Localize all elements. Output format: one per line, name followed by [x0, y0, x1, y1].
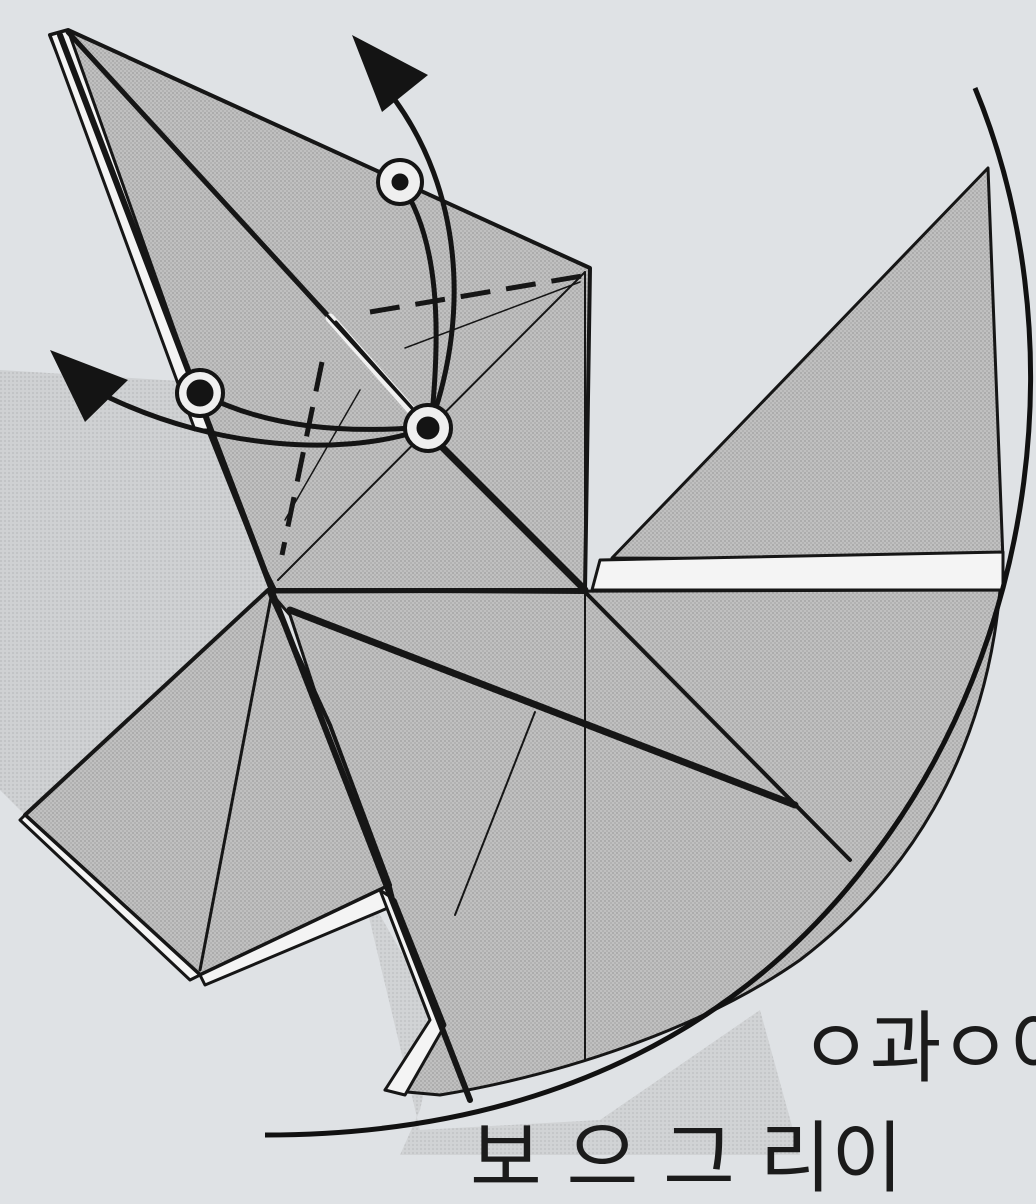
- pivot-point-icon: [177, 370, 223, 416]
- step-caption: ㅇ과ㅇ이: [800, 1010, 1036, 1088]
- step-caption-cut: 보 으 그 리이: [470, 1120, 903, 1198]
- fold-diagram: [0, 0, 1036, 1155]
- right-triangle: [612, 168, 1003, 560]
- pivot-point-icon: [405, 405, 451, 451]
- pivot-point-icon: [378, 160, 422, 204]
- fold-arrow-icon: [352, 35, 428, 112]
- origami-diagram: ㅇ과ㅇ이 보 으 그 리이: [0, 0, 1036, 1155]
